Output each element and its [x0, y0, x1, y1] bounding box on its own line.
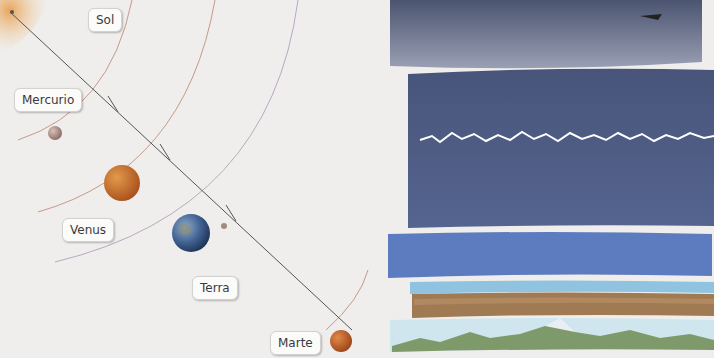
- distance-line: [10, 12, 352, 330]
- mercury-planet: [48, 126, 62, 140]
- earth-orbit: [55, 0, 298, 262]
- planet-label: Marte: [270, 331, 321, 355]
- planet-label: Mercurio: [14, 88, 82, 112]
- distance-ticks: [108, 96, 236, 221]
- label-text: Venus: [70, 222, 106, 238]
- mars-orbit: [326, 270, 368, 330]
- planet-label: Venus: [62, 218, 114, 242]
- earth-planet: [172, 214, 210, 252]
- moon: [221, 223, 227, 229]
- label-text: Marte: [278, 335, 313, 351]
- label-text: Mercurio: [22, 92, 74, 108]
- line-start-dot: [10, 10, 14, 14]
- atmosphere-layers: [388, 0, 714, 352]
- earth-land: [180, 223, 192, 235]
- label-text: Terra: [200, 280, 230, 296]
- planet-label: Terra: [192, 276, 238, 300]
- planet-label: Sol: [88, 8, 122, 32]
- label-text: Sol: [96, 12, 114, 28]
- sun-shape: [0, 0, 48, 52]
- mercury-orbit: [18, 0, 132, 140]
- venus-planet: [104, 165, 140, 201]
- mars-planet: [330, 330, 352, 352]
